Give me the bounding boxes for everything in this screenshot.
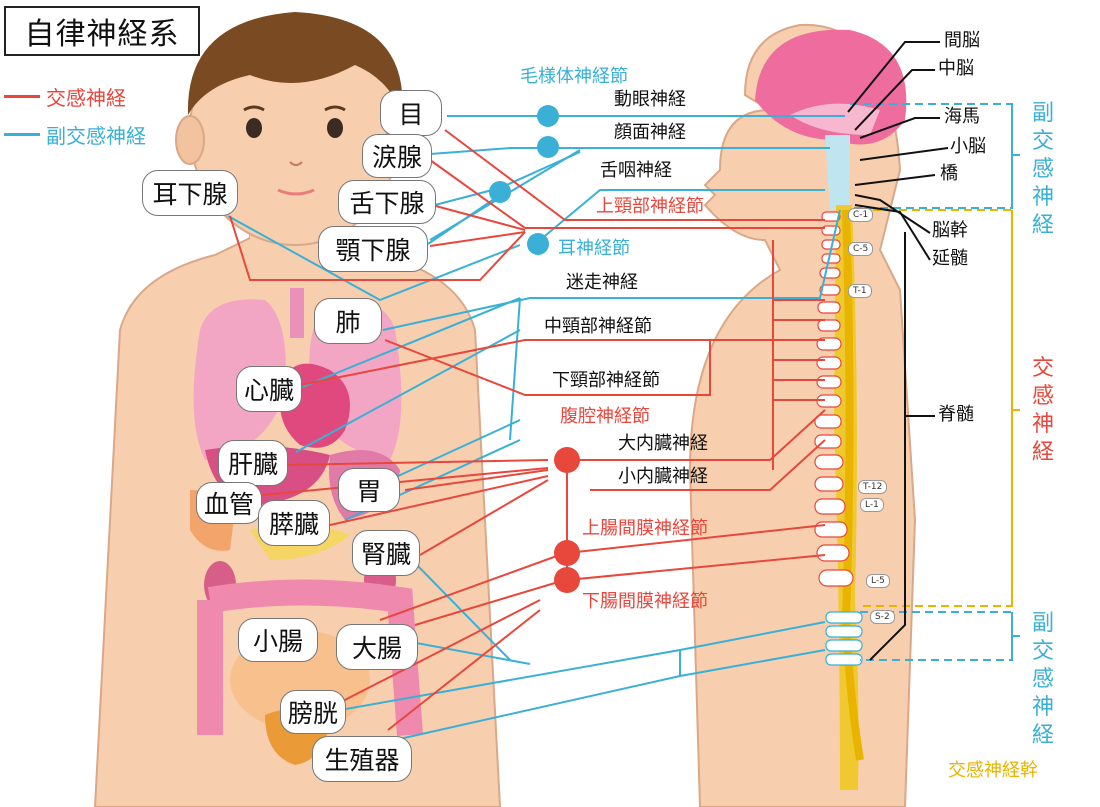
legend-cyan-line [4,133,40,136]
organ-parotid: 耳下腺 [142,170,238,216]
organ-large-intestine: 大腸 [336,624,418,670]
side-label-parasympathetic-bottom: 副交感神経 [1031,611,1054,748]
diagram-title: 自律神経系 [4,6,200,56]
label-lesser-splanchnic: 小内臓神経 [618,466,708,487]
label-celiac: 腹腔神経節 [560,406,650,427]
label-spinal-cord: 脊髄 [938,404,974,425]
organ-sublingual: 舌下腺 [338,180,436,224]
label-greater-splanchnic: 大内臓神経 [618,433,708,454]
legend-sympathetic-label: 交感神経 [46,86,126,110]
label-middle-cervical: 中頸部神経節 [544,316,652,337]
vertebra-tag: T-12 [858,480,888,494]
vertebra-tag: T-1 [848,284,872,298]
organ-heart: 心臓 [236,366,302,412]
organ-genitals: 生殖器 [312,736,412,782]
legend-sympathetic: 交感神経 [4,82,126,111]
legend-parasympathetic-label: 副交感神経 [46,124,146,148]
label-cerebellum: 小脳 [950,136,986,157]
side-label-parasympathetic-top: 副交感神経 [1031,101,1054,238]
label-hippocampus: 海馬 [944,106,980,127]
organ-eye: 目 [380,90,442,136]
side-body [688,23,917,807]
label-inferior-mesenteric: 下腸間膜神経節 [582,591,708,612]
ganglia [489,105,580,593]
label-otic-ganglion: 耳神経節 [558,238,630,259]
vertebra-tag: L-1 [860,498,884,512]
organ-blood-vessel: 血管 [196,482,262,524]
label-oculomotor: 動眼神経 [614,89,686,110]
label-sympathetic-trunk: 交感神経幹 [948,760,1038,781]
legend-red-line [4,95,40,98]
vertebra-tag: S-2 [870,610,895,624]
label-superior-mesenteric: 上腸間膜神経節 [582,518,708,539]
organ-lung: 肺 [314,298,382,344]
label-glossopharyngeal: 舌咽神経 [600,160,672,181]
label-facial: 顔面神経 [614,122,686,143]
organ-kidney: 腎臓 [352,530,420,576]
legend-parasympathetic: 副交感神経 [4,120,146,149]
parasympathetic-lines [227,115,845,741]
label-superior-cervical: 上頸部神経節 [596,196,704,217]
organ-liver: 肝臓 [218,440,288,486]
vertebra-tag: C-1 [848,208,874,222]
brackets [850,103,1020,661]
side-label-sympathetic: 交感神経 [1031,356,1054,465]
organ-small-intestine: 小腸 [238,618,318,662]
label-inferior-cervical: 下頸部神経節 [552,370,660,391]
organ-stomach: 胃 [338,468,400,512]
label-midbrain: 中脳 [938,58,974,79]
label-vagus: 迷走神経 [566,272,638,293]
organ-bladder: 膀胱 [280,690,346,734]
vertebra-tag: C-5 [848,242,874,256]
vertebra-tag: L-5 [866,574,890,588]
label-pons: 橋 [940,163,958,184]
label-ciliary-ganglion: 毛様体神経節 [520,66,628,87]
label-brainstem: 脳幹 [932,220,968,241]
organ-lacrimal: 涙腺 [362,134,432,178]
brain-pointers [847,41,949,661]
organ-pancreas: 膵臓 [258,500,330,546]
label-diencephalon: 間脳 [944,30,980,51]
organ-submandibular: 顎下腺 [318,226,428,272]
label-medulla: 延髄 [932,248,968,269]
